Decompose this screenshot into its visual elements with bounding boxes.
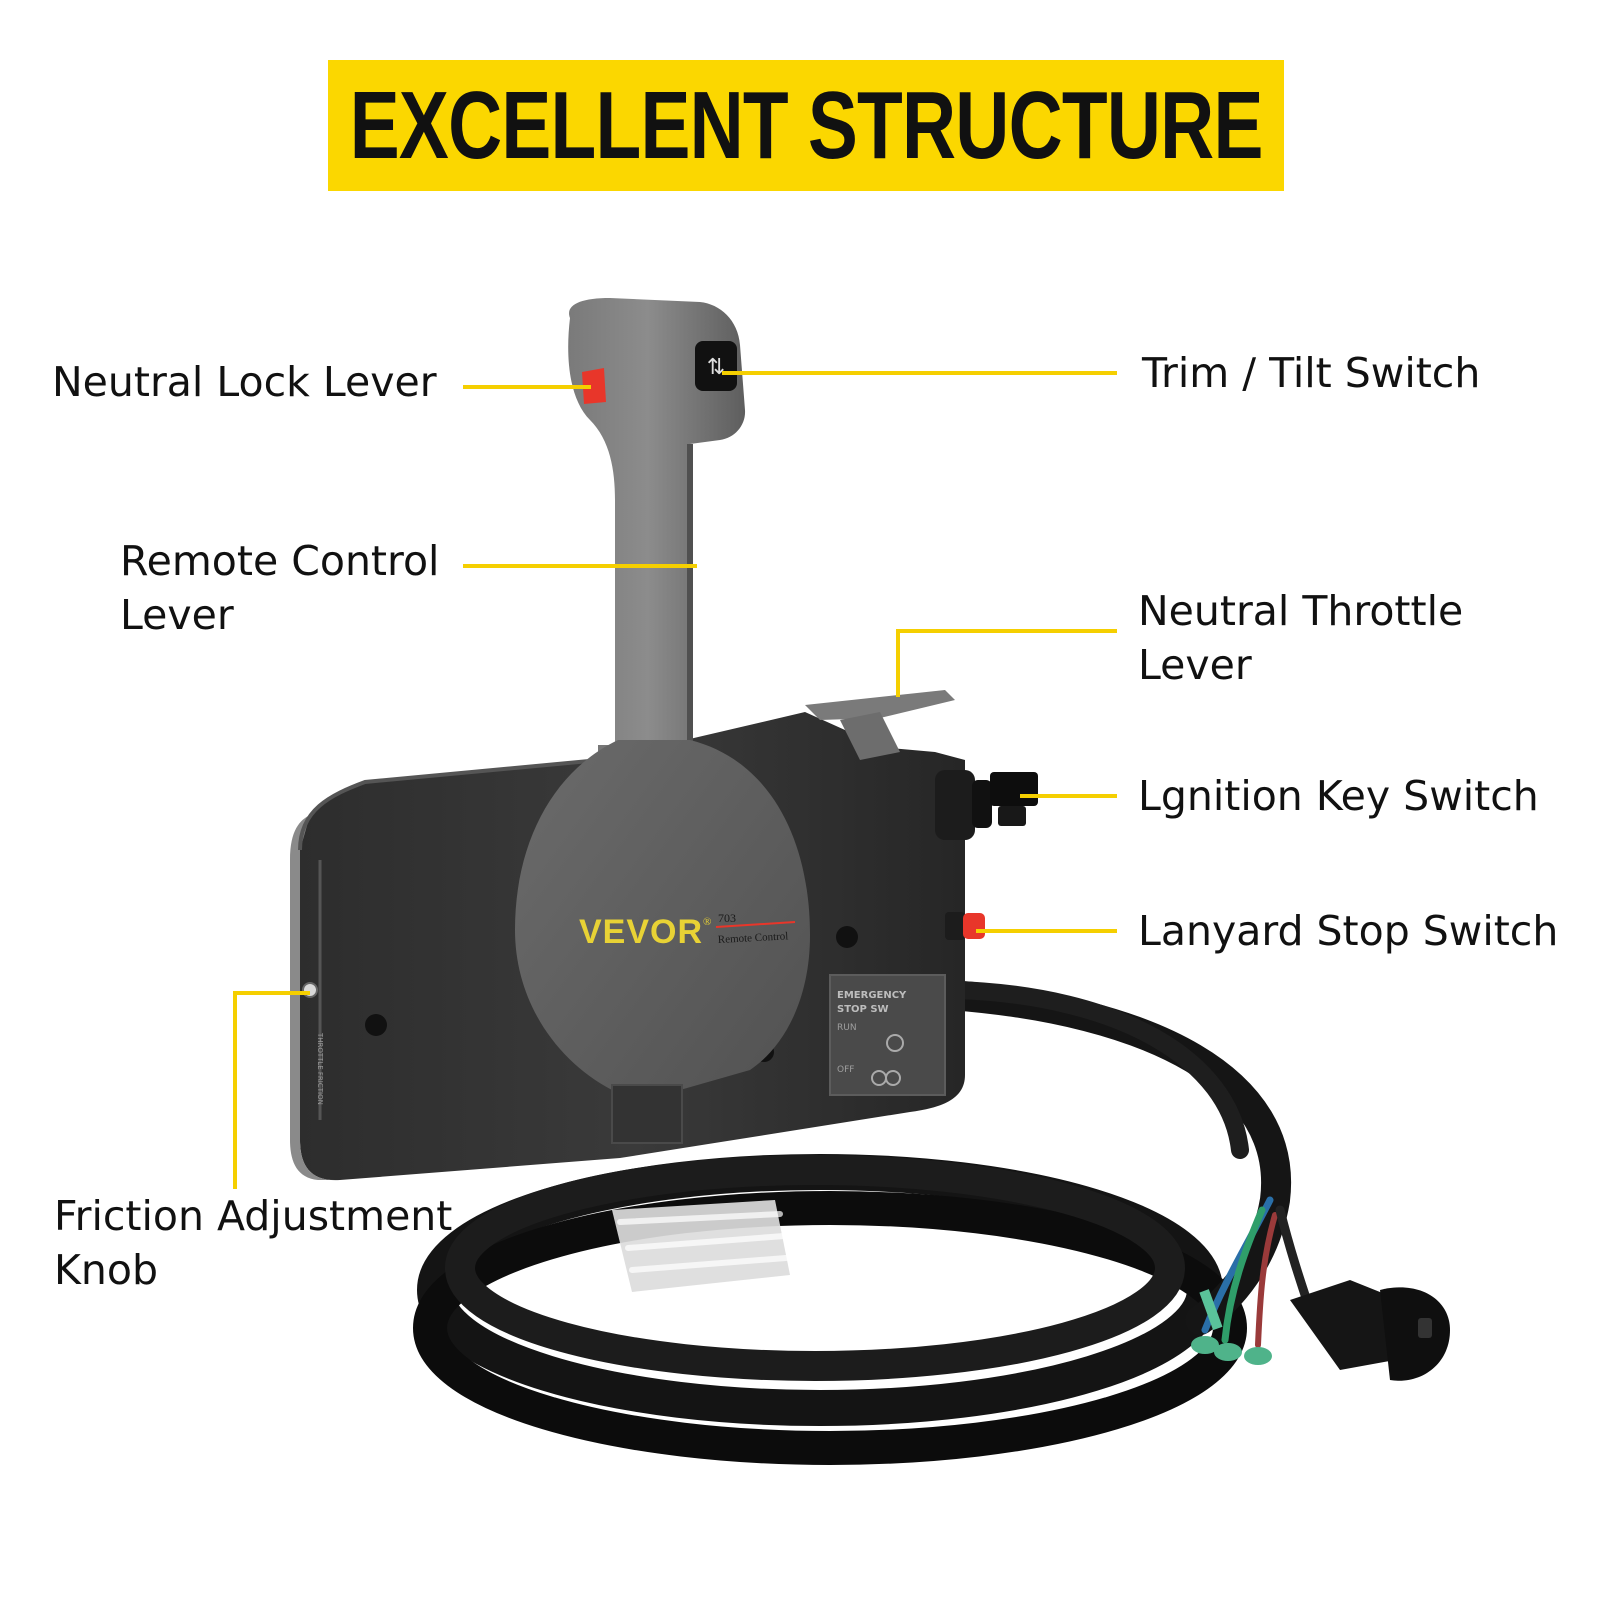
callout-friction-adjustment-knob-line1: Friction Adjustment <box>54 1192 453 1240</box>
callout-friction-adjustment-knob-line2: Knob <box>54 1246 158 1294</box>
brand-logo: VEVOR <box>579 913 703 951</box>
leader-friction-knob-horizontal <box>233 991 310 995</box>
remote-control-lever-part: ⇅ VEVOR ® 703 Remote Control <box>515 298 810 1144</box>
brand-registered-mark: ® <box>703 916 711 928</box>
model-caption: Remote Control <box>718 930 789 946</box>
callout-remote-control-lever-line1: Remote Control <box>120 537 440 585</box>
callout-friction-adjustment-knob: Friction Adjustment Knob <box>54 1189 452 1297</box>
trim-arrows-icon: ⇅ <box>707 355 725 380</box>
panel-emergency-text: EMERGENCY <box>837 990 907 1001</box>
screw-hole-icon <box>365 1014 387 1036</box>
neutral-throttle-lever-part <box>805 690 955 760</box>
callout-neutral-lock-lever: Neutral Lock Lever <box>52 358 437 406</box>
panel-off-text: OFF <box>837 1065 854 1075</box>
callout-remote-control-lever: Remote Control Lever <box>120 534 439 642</box>
side-label-text: THROTTLE FRICTION <box>316 1032 324 1105</box>
title-banner: EXCELLENT STRUCTURE <box>328 60 1284 191</box>
callout-neutral-throttle-lever: Neutral Throttle Lever <box>1138 584 1463 692</box>
banner-title: EXCELLENT STRUCTURE <box>349 71 1264 179</box>
leader-friction-knob-vertical <box>233 991 237 1189</box>
ignition-key-part <box>935 770 1038 840</box>
leader-neutral-lock-lever <box>463 385 591 389</box>
callout-trim-tilt-switch: Trim / Tilt Switch <box>1142 349 1481 397</box>
wire-terminals <box>1191 1289 1272 1365</box>
main-harness-connector <box>1290 1280 1450 1381</box>
panel-run-text: RUN <box>837 1023 857 1033</box>
leader-lanyard-stop-switch <box>976 929 1117 933</box>
callout-neutral-throttle-lever-line2: Lever <box>1138 641 1252 689</box>
panel-stop-sw-text: STOP SW <box>837 1004 889 1015</box>
screw-hole-icon <box>836 926 858 948</box>
leader-ignition-key-switch <box>1020 794 1117 798</box>
model-number: 703 <box>718 911 736 925</box>
lanyard-stop-switch-part <box>945 912 985 940</box>
emergency-stop-panel: EMERGENCY STOP SW RUN OFF <box>829 974 946 1096</box>
leader-neutral-throttle-vertical <box>896 629 900 697</box>
control-cable <box>413 980 1292 1465</box>
callout-ignition-key-switch: Lgnition Key Switch <box>1138 772 1539 820</box>
callout-lanyard-stop-switch: Lanyard Stop Switch <box>1138 907 1559 955</box>
leader-remote-control-lever <box>463 564 697 568</box>
leader-neutral-throttle-horizontal <box>896 629 1117 633</box>
callout-remote-control-lever-line2: Lever <box>120 591 234 639</box>
callout-neutral-throttle-lever-line1: Neutral Throttle <box>1138 587 1464 635</box>
leader-trim-tilt-switch <box>722 371 1117 375</box>
